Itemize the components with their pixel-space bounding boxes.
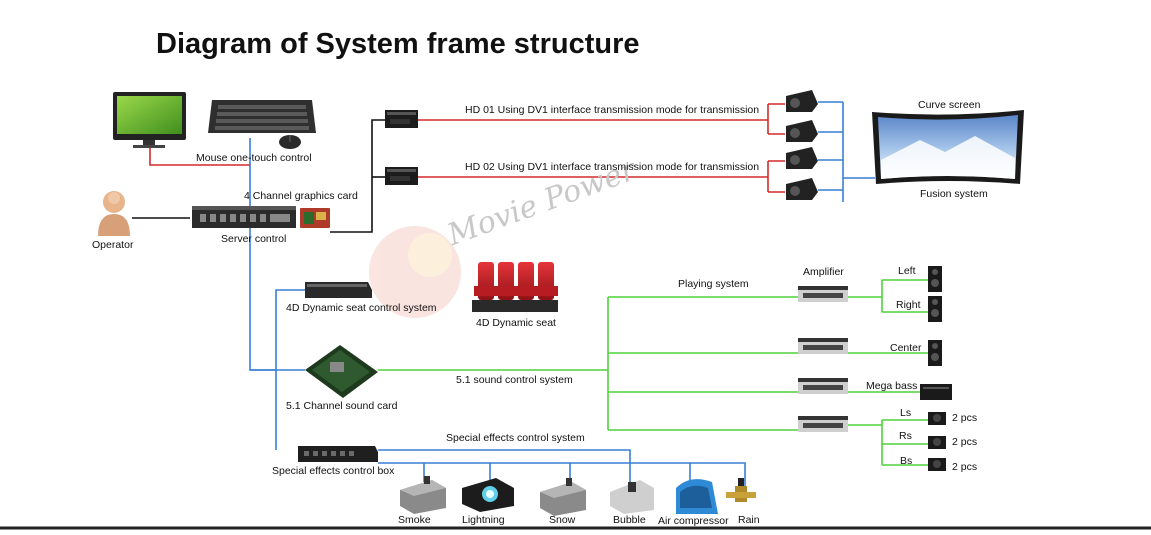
subwoofer-icon bbox=[920, 384, 952, 400]
server-icon bbox=[192, 206, 296, 228]
rain-label: Rain bbox=[738, 514, 760, 526]
speaker-bs-icon bbox=[928, 458, 946, 471]
black-connections bbox=[132, 119, 385, 233]
curve-screen-icon bbox=[872, 110, 1024, 184]
hd02-label: HD 02 Using DV1 interface transmission m… bbox=[465, 161, 760, 173]
mouse-icon bbox=[279, 135, 301, 149]
hd01-label: HD 01 Using DV1 interface transmission m… bbox=[465, 104, 760, 116]
amplifier-icon bbox=[798, 286, 848, 302]
projector-icon bbox=[786, 178, 818, 200]
right-speaker-label: Right bbox=[896, 299, 921, 311]
bs-count-label: 2 pcs bbox=[952, 461, 978, 473]
projector-icon bbox=[786, 120, 818, 142]
speaker-right-icon bbox=[928, 296, 942, 322]
curve-screen-label: Curve screen bbox=[918, 99, 981, 111]
dynamic-seat-icon bbox=[472, 262, 558, 312]
bubble-label: Bubble bbox=[613, 514, 646, 526]
projector-icon bbox=[786, 90, 818, 112]
monitor-icon bbox=[113, 92, 186, 148]
amplifier-icon bbox=[798, 338, 848, 354]
amplifier-icon bbox=[798, 416, 848, 432]
sound-card-icon bbox=[305, 345, 378, 398]
speaker-left-icon bbox=[928, 266, 942, 292]
seat-label: 4D Dynamic seat bbox=[476, 317, 556, 329]
fusion-label: Fusion system bbox=[920, 188, 988, 200]
graphics-card-icon bbox=[300, 208, 330, 228]
rs-label: Rs bbox=[899, 430, 912, 442]
lightning-machine-icon bbox=[462, 478, 514, 512]
operator-icon bbox=[98, 191, 130, 236]
seat-controller-icon bbox=[305, 282, 372, 298]
center-speaker-label: Center bbox=[890, 342, 922, 354]
speaker-center-icon bbox=[928, 340, 942, 366]
smoke-machine-icon bbox=[400, 476, 446, 514]
hd01-device-icon bbox=[385, 110, 418, 128]
speaker-ls-icon bbox=[928, 412, 946, 425]
amplifier-label: Amplifier bbox=[803, 266, 844, 278]
speaker-rs-icon bbox=[928, 436, 946, 449]
red-connections bbox=[149, 103, 785, 219]
bubble-machine-icon bbox=[610, 480, 654, 514]
air-compressor-label: Air compressor bbox=[658, 515, 729, 527]
sound-card-label: 5.1 Channel sound card bbox=[286, 400, 398, 412]
ls-count-label: 2 pcs bbox=[952, 412, 978, 424]
diagram-title: Diagram of System frame structure bbox=[156, 28, 640, 60]
rs-count-label: 2 pcs bbox=[952, 436, 978, 448]
projector-icon bbox=[786, 147, 818, 169]
sound-control-label: 5.1 sound control system bbox=[456, 374, 573, 386]
rain-valve-icon bbox=[726, 478, 756, 502]
keyboard-icon bbox=[208, 100, 316, 133]
operator-label: Operator bbox=[92, 239, 134, 251]
watermark-logo bbox=[369, 226, 461, 318]
snow-machine-icon bbox=[540, 478, 586, 516]
effects-box-icon bbox=[298, 446, 378, 462]
green-connections bbox=[378, 279, 928, 466]
seat-control-label: 4D Dynamic seat control system bbox=[286, 302, 437, 314]
playing-system-label: Playing system bbox=[678, 278, 749, 290]
lightning-label: Lightning bbox=[462, 514, 505, 526]
amplifier-icon bbox=[798, 378, 848, 394]
graphics-card-label: 4 Channel graphics card bbox=[244, 190, 358, 202]
blue-connections bbox=[249, 101, 875, 495]
effects-box-label: Special effects control box bbox=[272, 465, 395, 477]
ls-label: Ls bbox=[900, 407, 912, 419]
left-speaker-label: Left bbox=[898, 265, 916, 277]
mouse-label: Mouse one-touch control bbox=[196, 152, 312, 164]
server-label: Server control bbox=[221, 233, 287, 245]
air-compressor-icon bbox=[676, 479, 718, 514]
hd02-device-icon bbox=[385, 167, 418, 185]
mega-bass-label: Mega bass bbox=[866, 380, 918, 392]
effects-control-label: Special effects control system bbox=[446, 432, 585, 444]
bs-label: Bs bbox=[900, 455, 913, 467]
snow-label: Snow bbox=[549, 514, 576, 526]
smoke-label: Smoke bbox=[398, 514, 431, 526]
